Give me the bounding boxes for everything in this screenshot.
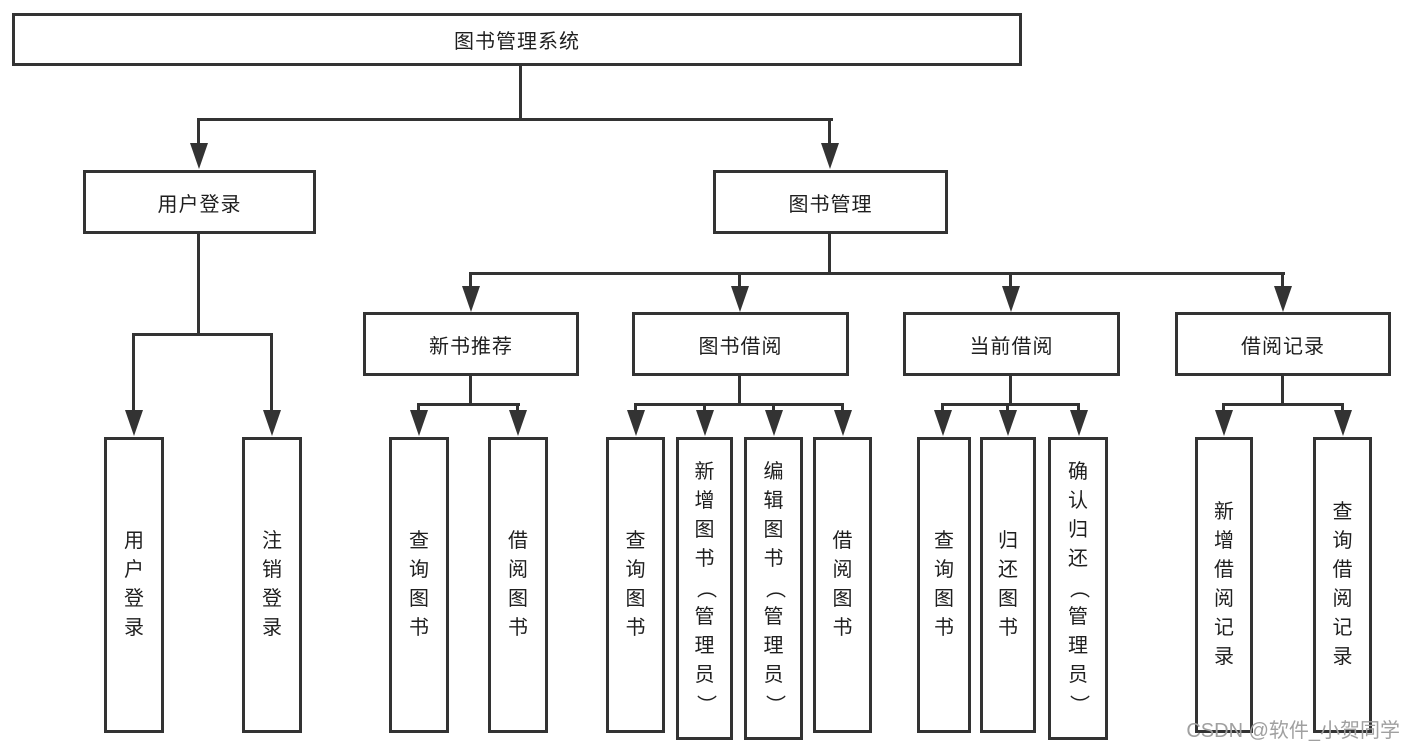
- arrow-down-icon: [190, 143, 208, 169]
- connector-stem-book-management: [828, 118, 831, 146]
- leaf-query-books: 查询图书: [606, 437, 665, 733]
- arrow-down-icon: [999, 410, 1017, 436]
- arrow-down-icon: [509, 410, 527, 436]
- leaf-return-book: 归还图书: [980, 437, 1036, 733]
- leaf-add-book-admin: 新增图书（管理员）: [676, 437, 733, 740]
- arrow-down-icon: [1215, 410, 1233, 436]
- arrow-down-icon: [1274, 286, 1292, 312]
- connector-stem: [516, 403, 519, 413]
- arrow-down-icon: [125, 410, 143, 436]
- leaf-borrow-books: 借阅图书: [813, 437, 872, 733]
- node-label: 图书借阅: [698, 335, 783, 358]
- leaf-add-borrow-record: 新增借阅记录: [1195, 437, 1253, 733]
- node-current-borrowing: 当前借阅: [903, 312, 1120, 376]
- leaf-query-borrow-record: 查询借阅记录: [1313, 437, 1372, 733]
- arrow-down-icon: [765, 410, 783, 436]
- arrow-down-icon: [410, 410, 428, 436]
- connector-book-management-vline: [828, 232, 831, 275]
- connector-stem: [841, 403, 844, 413]
- connector-stem: [469, 272, 472, 288]
- connector-stem-user-login: [197, 118, 200, 146]
- node-label: 图书管理系统: [454, 31, 580, 53]
- node-new-book-recommend: 新书推荐: [363, 312, 579, 376]
- arrow-down-icon: [1334, 410, 1352, 436]
- connector-vline: [738, 374, 741, 405]
- connector-stem: [1009, 272, 1012, 288]
- arrow-down-icon: [627, 410, 645, 436]
- connector-root-vline: [519, 64, 522, 120]
- node-library-system: 图书管理系统: [12, 13, 1022, 66]
- connector-stem: [417, 403, 420, 413]
- connector-vline: [1009, 374, 1012, 405]
- arrow-down-icon: [821, 143, 839, 169]
- arrow-down-icon: [834, 410, 852, 436]
- node-label: 图书管理: [788, 193, 873, 216]
- leaf-edit-book-admin: 编辑图书（管理员）: [744, 437, 803, 740]
- connector-stem: [1222, 403, 1225, 413]
- arrow-down-icon: [696, 410, 714, 436]
- connector-level1-hline: [197, 118, 833, 121]
- connector-stem-leaf: [132, 333, 135, 412]
- connector-vline: [1281, 374, 1284, 405]
- node-label: 当前借阅: [969, 335, 1054, 358]
- leaf-borrow-books: 借阅图书: [488, 437, 548, 733]
- connector-hline: [1222, 403, 1344, 406]
- node-book-management: 图书管理: [713, 170, 948, 234]
- arrow-down-icon: [1002, 286, 1020, 312]
- connector-vline: [469, 374, 472, 405]
- leaf-query-books: 查询图书: [389, 437, 449, 733]
- arrow-down-icon: [462, 286, 480, 312]
- connector-stem: [1281, 272, 1284, 288]
- arrow-down-icon: [731, 286, 749, 312]
- connector-stem: [738, 272, 741, 288]
- leaf-confirm-return-admin: 确认归还（管理员）: [1048, 437, 1108, 740]
- node-label: 用户登录: [157, 193, 242, 216]
- connector-user-login-vline: [197, 232, 200, 336]
- connector-stem: [772, 403, 775, 413]
- connector-hline: [417, 403, 520, 406]
- arrow-down-icon: [263, 410, 281, 436]
- arrow-down-icon: [1070, 410, 1088, 436]
- node-label: 新书推荐: [429, 335, 513, 358]
- connector-stem: [703, 403, 706, 413]
- connector-stem: [1077, 403, 1080, 413]
- watermark-text: CSDN @软件_小贺同学: [1186, 720, 1400, 742]
- connector-stem: [634, 403, 637, 413]
- leaf-query-books: 查询图书: [917, 437, 971, 733]
- connector-stem-leaf: [270, 333, 273, 412]
- connector-user-login-hline: [132, 333, 273, 336]
- connector-hline: [634, 403, 844, 406]
- arrow-down-icon: [934, 410, 952, 436]
- node-book-borrowing: 图书借阅: [632, 312, 849, 376]
- connector-stem: [941, 403, 944, 413]
- leaf-user-login: 用户登录: [104, 437, 164, 733]
- node-label: 借阅记录: [1241, 335, 1325, 358]
- connector-hline: [941, 403, 1080, 406]
- node-borrow-records: 借阅记录: [1175, 312, 1391, 376]
- node-user-login: 用户登录: [83, 170, 316, 234]
- connector-stem: [1341, 403, 1344, 413]
- connector-level2-hline: [469, 272, 1285, 275]
- connector-stem: [1006, 403, 1009, 413]
- leaf-logout: 注销登录: [242, 437, 302, 733]
